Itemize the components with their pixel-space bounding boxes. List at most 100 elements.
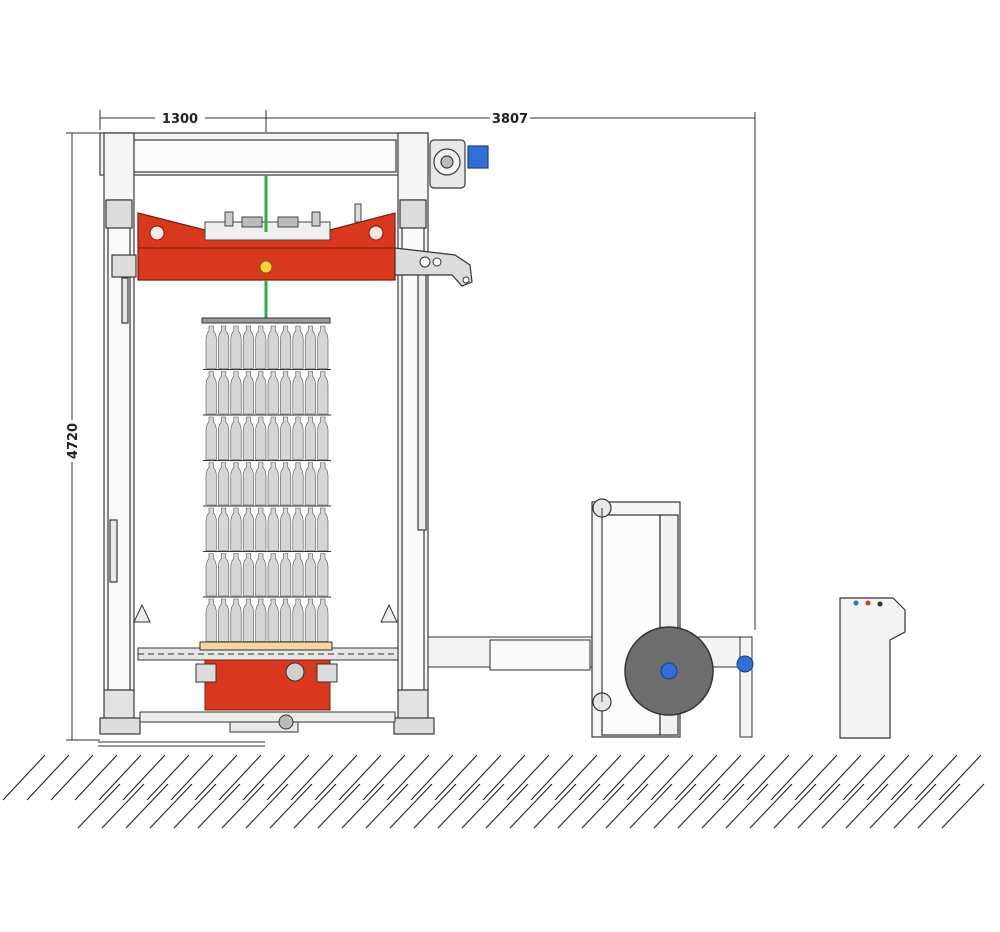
- hatch-line: [893, 783, 937, 829]
- hatch-line: [461, 783, 505, 829]
- hatch-line: [434, 754, 478, 801]
- bottle: [280, 462, 292, 506]
- conveyor: [137, 641, 399, 733]
- bottle: [255, 416, 267, 460]
- bottle: [280, 371, 292, 415]
- bottle: [230, 325, 242, 369]
- bottle: [242, 507, 254, 551]
- bottle: [267, 598, 279, 642]
- hatch-line: [125, 783, 169, 829]
- hatch-line: [506, 754, 550, 801]
- bottle: [317, 507, 329, 551]
- hatch-line: [653, 783, 697, 829]
- hatch-line: [386, 754, 430, 801]
- warning-triangle-icon: [133, 603, 398, 623]
- bottle: [230, 462, 242, 506]
- bottle: [292, 598, 304, 642]
- hatch-line: [122, 754, 166, 801]
- hatch-line: [149, 783, 193, 829]
- bottle: [230, 371, 242, 415]
- hatch-line: [74, 754, 118, 801]
- bottle: [304, 462, 316, 506]
- hatch-line: [746, 754, 790, 801]
- hatch-line: [413, 783, 457, 829]
- hatch-line: [98, 754, 142, 801]
- hatch-line: [221, 783, 265, 829]
- bottle: [230, 553, 242, 597]
- hatch-line: [629, 783, 673, 829]
- hatch-line: [533, 783, 577, 829]
- bottle: [255, 325, 267, 369]
- hatch-line: [530, 754, 574, 801]
- bottle: [242, 416, 254, 460]
- bottle: [255, 598, 267, 642]
- bottle: [242, 371, 254, 415]
- hatch-line: [794, 754, 838, 801]
- bottle: [255, 507, 267, 551]
- hatch-line: [170, 754, 214, 801]
- bottle-load: [203, 325, 331, 643]
- hatch-line: [890, 754, 934, 801]
- hatch-line: [50, 754, 94, 801]
- hatch-line: [2, 754, 46, 801]
- bottle: [304, 371, 316, 415]
- bottle: [292, 507, 304, 551]
- hatch-line: [338, 754, 382, 801]
- hatch-line: [698, 754, 742, 801]
- hatch-line: [341, 783, 385, 829]
- bottle: [304, 416, 316, 460]
- hatch-line: [677, 783, 721, 829]
- bottle: [255, 371, 267, 415]
- hatch-line: [773, 783, 817, 829]
- bottle: [242, 553, 254, 597]
- pallet-top: [201, 317, 331, 324]
- bottle: [242, 325, 254, 369]
- hatch-line: [389, 783, 433, 829]
- hatch-line: [914, 754, 958, 801]
- bottle: [304, 325, 316, 369]
- transfer-beam: [427, 636, 754, 738]
- bottle: [218, 598, 230, 642]
- hatch-line: [194, 754, 238, 801]
- bottle: [218, 507, 230, 551]
- bottle: [292, 462, 304, 506]
- hatch-line: [674, 754, 718, 801]
- strap-reel-icon: [624, 626, 714, 716]
- hatch-line: [197, 783, 241, 829]
- bottle: [218, 462, 230, 506]
- hatch-line: [602, 754, 646, 801]
- hatch-line: [725, 783, 769, 829]
- bottle: [317, 598, 329, 642]
- bottle: [267, 325, 279, 369]
- hatch-line: [365, 783, 409, 829]
- dim-width-total: 3807: [492, 112, 528, 127]
- bottle: [317, 325, 329, 369]
- hatch-line: [941, 783, 985, 829]
- bottle: [267, 371, 279, 415]
- bottle: [280, 325, 292, 369]
- hatch-line: [605, 783, 649, 829]
- bottle: [267, 462, 279, 506]
- hatch-line: [101, 783, 145, 829]
- bottle: [205, 325, 217, 369]
- bottle: [218, 416, 230, 460]
- bottle: [267, 416, 279, 460]
- bottle: [317, 553, 329, 597]
- hatch-line: [509, 783, 553, 829]
- dimension-lines: [66, 110, 756, 741]
- bottle: [280, 507, 292, 551]
- bottle: [304, 507, 316, 551]
- bottle: [205, 598, 217, 642]
- hatch-line: [581, 783, 625, 829]
- bottle: [205, 462, 217, 506]
- hatch-line: [410, 754, 454, 801]
- bottle: [304, 598, 316, 642]
- bottle: [280, 416, 292, 460]
- hatch-line: [437, 783, 481, 829]
- bottle: [255, 553, 267, 597]
- hatch-line: [242, 754, 286, 801]
- bottle: [280, 598, 292, 642]
- hatch-line: [722, 754, 766, 801]
- hatch-line: [26, 754, 70, 801]
